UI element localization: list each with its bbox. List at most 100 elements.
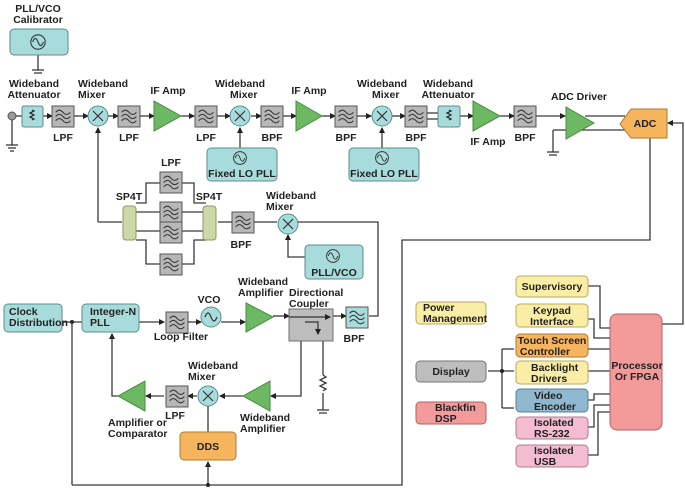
- sp4t-left: SP4T: [116, 191, 143, 241]
- display-label: Display: [432, 366, 470, 378]
- ifamp2-label: IF Amp: [291, 85, 326, 97]
- fixed-lo-pll-2: Fixed LO PLL: [348, 147, 420, 182]
- backlight-label: Backlight: [531, 362, 579, 374]
- wb-amp2-label-2: Amplifier: [240, 423, 286, 435]
- if-amp-1: IF Amp: [150, 85, 186, 132]
- pll-lpf: LPF: [165, 385, 189, 422]
- mixer-icon: [282, 218, 294, 230]
- power-label: Power: [423, 302, 455, 314]
- wideband-mixer-3: Wideband Mixer: [357, 78, 407, 127]
- wideband-attenuator-2: Wideband Attenuator: [421, 78, 475, 128]
- comp-label-2: Comparator: [108, 428, 168, 440]
- processor-label: Processor: [611, 360, 662, 372]
- lpf-2: LPF: [117, 105, 141, 144]
- blackfin-label: Blackfin: [435, 402, 476, 414]
- dds-label: DDS: [197, 441, 219, 453]
- comp-label: Amplifier or: [108, 417, 167, 429]
- processor-or-fpga: Processor Or FPGA: [609, 313, 663, 431]
- bpf3-label: BPF: [406, 132, 428, 144]
- ifamp1-label: IF Amp: [150, 85, 185, 97]
- lpf1-label: LPF: [53, 132, 73, 144]
- intn-label-2: PLL: [90, 317, 110, 329]
- bpf-1: BPF: [260, 105, 284, 144]
- dds: DDS: [179, 431, 237, 461]
- wideband-attenuator-1: Wideband Attenuator: [7, 78, 61, 128]
- mixer1-label: Wideband: [78, 78, 128, 90]
- wires: [6, 55, 684, 487]
- lpf2-label: LPF: [119, 132, 139, 144]
- wb-amp1-label-2: Amplifier: [238, 287, 284, 299]
- isolated-usb: Isolated USB: [515, 444, 589, 468]
- adc-label: ADC: [634, 118, 657, 130]
- sp4t-right: SP4T: [196, 191, 223, 241]
- lo-pll2-label: Fixed LO PLL: [350, 168, 418, 180]
- if-amp-2: IF Amp: [291, 85, 327, 132]
- keypad-label-2: Interface: [530, 316, 574, 328]
- vco-label: VCO: [198, 294, 221, 306]
- wideband-mixer-4: Wideband Mixer: [266, 190, 316, 235]
- coupler-bpf: BPF: [344, 306, 369, 345]
- attenuator2-label: Wideband: [423, 78, 473, 90]
- supervisory-label: Supervisory: [522, 281, 583, 293]
- coupler-label-2: Coupler: [289, 298, 329, 310]
- sp4t-right-label: SP4T: [196, 191, 223, 203]
- bpf-bank-label: BPF: [231, 239, 253, 251]
- pll-vco: PLL/VCO: [304, 244, 364, 280]
- backlight-label-2: Drivers: [531, 373, 567, 385]
- wideband-mixer-1: Wideband Mixer: [78, 78, 128, 127]
- integer-n-pll: Integer-N PLL: [81, 303, 140, 333]
- isolated-rs232: Isolated RS-232: [515, 416, 589, 440]
- attenuator-icon: [28, 109, 36, 121]
- mixer-icon: [92, 110, 104, 122]
- mixer4-label-2: Mixer: [266, 201, 293, 213]
- intn-label: Integer-N: [90, 306, 136, 318]
- backlight-drivers: Backlight Drivers: [515, 360, 589, 385]
- coupler-bpf-label: BPF: [344, 333, 366, 345]
- mixer3-label-2: Mixer: [372, 89, 399, 101]
- amplifier-icon: [245, 302, 275, 333]
- clock-distribution: Clock Distribution: [3, 303, 68, 333]
- vco: VCO: [198, 294, 222, 328]
- attenuator1-label-2: Attenuator: [7, 89, 60, 101]
- lpf-bank-label: LPF: [161, 157, 181, 169]
- processor-label-2: Or FPGA: [615, 371, 660, 383]
- wb-amp2-label: Wideband: [240, 412, 290, 424]
- power-label-2: Management: [423, 313, 488, 325]
- display: Display: [415, 360, 487, 383]
- bpf-3: BPF: [404, 105, 428, 144]
- calibrator-label: PLL/VCO: [15, 3, 61, 15]
- amplifier-or-comparator: Amplifier or Comparator: [108, 380, 168, 440]
- mixer3-label: Wideband: [357, 78, 407, 90]
- if-amp-3: IF Amp: [470, 100, 506, 148]
- supervisory: Supervisory: [515, 275, 589, 298]
- rs232-label: Isolated: [534, 417, 574, 429]
- amplifier-icon: [241, 380, 271, 412]
- attenuator-icon: [445, 109, 453, 121]
- touch-label-2: Controller: [520, 346, 570, 358]
- video-label: Video: [534, 390, 562, 402]
- mixer-icon: [234, 110, 246, 122]
- usb-label: Isolated: [534, 445, 574, 457]
- adc-driver: ADC Driver: [551, 91, 607, 140]
- power-management: Power Management: [415, 301, 488, 325]
- wideband-amplifier-2: Wideband Amplifier: [240, 380, 290, 435]
- video-encoder: Video Encoder: [515, 388, 589, 413]
- oscillator-icon: [204, 312, 218, 322]
- adc-driver-label: ADC Driver: [551, 91, 607, 103]
- bpf4-label: BPF: [515, 132, 537, 144]
- clock-label: Clock: [9, 306, 38, 318]
- mixer-icon: [202, 390, 214, 402]
- blackfin-dsp: Blackfin DSP: [415, 401, 487, 425]
- amplifier-icon: [472, 100, 502, 132]
- bpf2-label: BPF: [336, 132, 358, 144]
- bpf-4: BPF: [513, 105, 537, 144]
- attenuator2-label-2: Attenuator: [421, 89, 474, 101]
- lpf-3: LPF: [194, 105, 218, 144]
- mixer5-label-2: Mixer: [188, 371, 215, 383]
- pll-vco-calibrator: PLL/VCO Calibrator: [9, 3, 69, 56]
- mixer-icon: [376, 110, 388, 122]
- keypad-interface: Keypad Interface: [515, 303, 589, 328]
- rf-input-connector-icon: [7, 111, 17, 121]
- attenuator1-label: Wideband: [9, 78, 59, 90]
